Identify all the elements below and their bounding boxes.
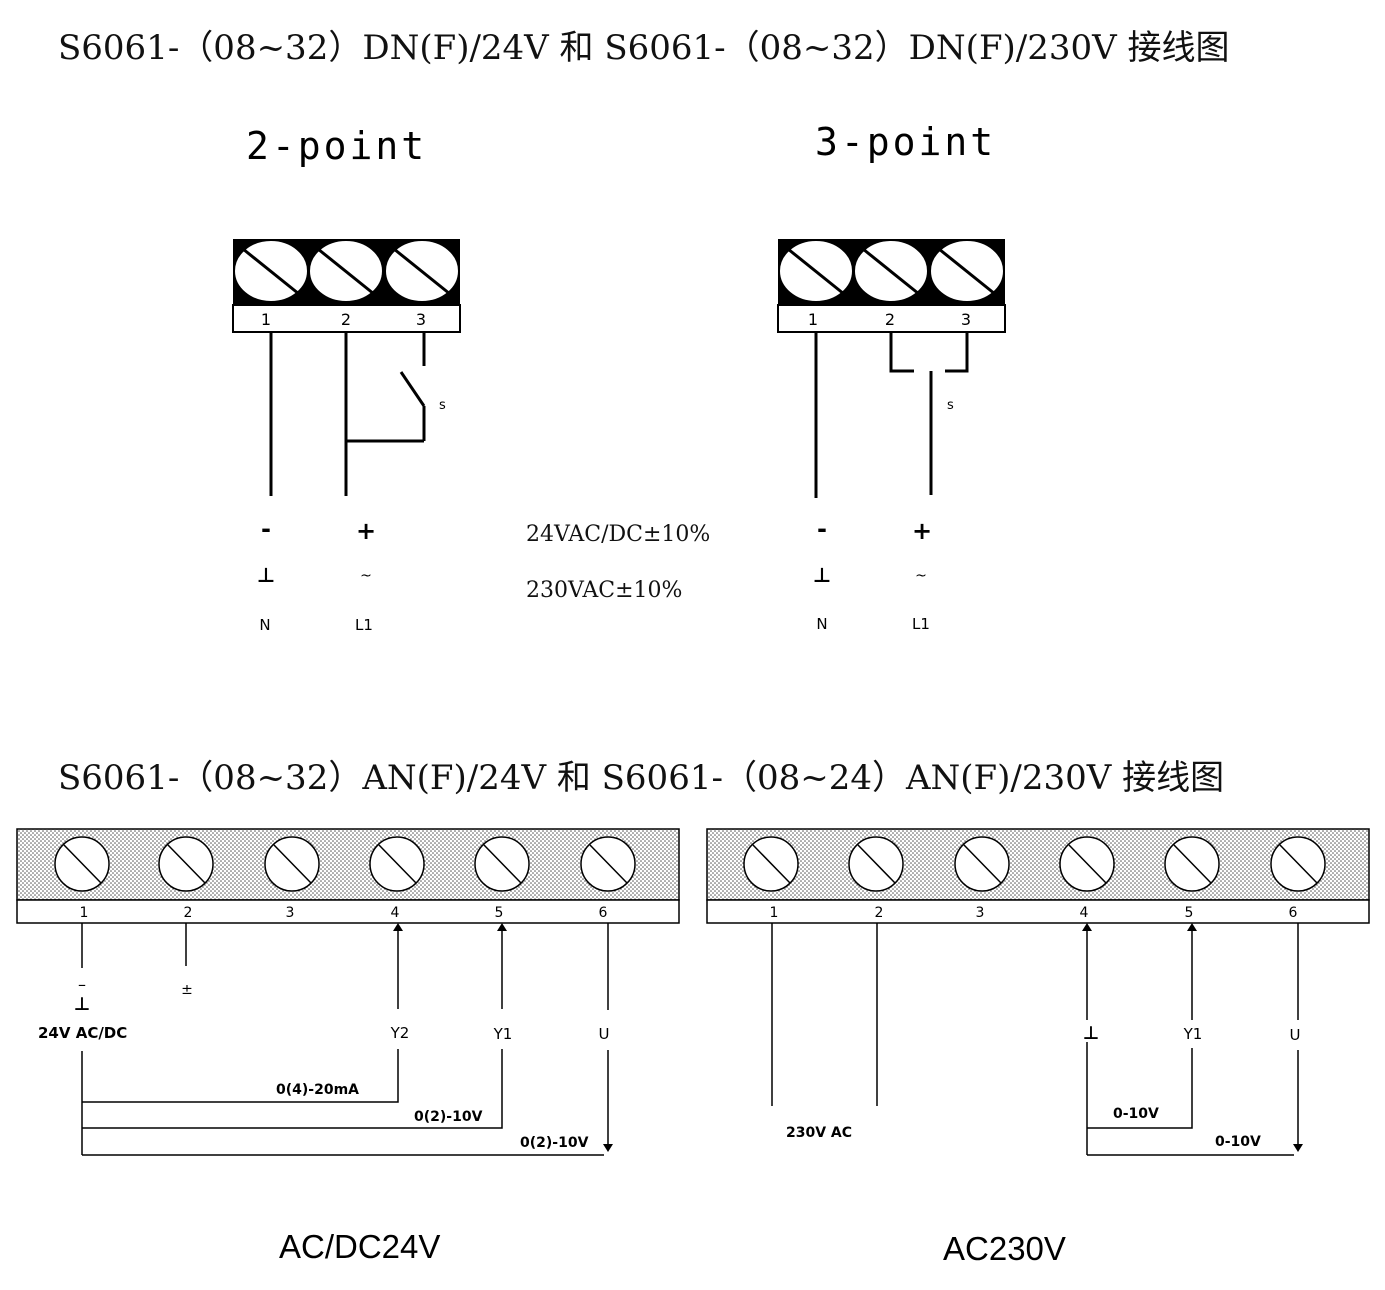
live-label: L1: [355, 616, 373, 634]
ground-symbol: ⊥: [74, 994, 90, 1015]
voltage-signal-label: 0(2)-10V: [414, 1109, 483, 1125]
ground-symbol: ⊥: [813, 563, 831, 587]
screw-terminal-1: [743, 836, 799, 892]
feedback-signal-label: 0(2)-10V: [520, 1135, 589, 1151]
positive-sign: +: [356, 517, 376, 545]
screw-terminal-6: [580, 836, 636, 892]
feedback-signal-label: 0-10V: [1215, 1134, 1261, 1150]
terminal-number: 3: [416, 310, 426, 329]
terminal-number: 6: [1289, 905, 1298, 921]
ground-symbol: ⊥: [1083, 1023, 1099, 1044]
screw-terminal-2: [158, 836, 214, 892]
screw-terminal-5: [474, 836, 530, 892]
screw-terminal-1: [54, 836, 110, 892]
three-point-terminal-block: 1 2 3: [777, 239, 1006, 333]
terminal-number: 4: [1080, 905, 1089, 921]
terminal-number: 5: [495, 905, 504, 921]
terminal-number: 5: [1185, 905, 1194, 921]
terminal-number: 1: [808, 310, 818, 329]
screw-terminal-2: [853, 239, 929, 303]
live-label: L1: [912, 615, 930, 633]
top-diagram-title: S6061-（08~32）DN(F)/24V 和 S6061-（08~32）DN…: [58, 28, 1230, 68]
two-point-heading: 2-point: [246, 124, 428, 168]
supply-label: 230V AC: [786, 1125, 852, 1141]
three-point-heading: 3-point: [815, 120, 997, 164]
switch-label: s: [439, 398, 446, 413]
neutral-label: N: [816, 615, 827, 633]
voltage-signal-label: 0-10V: [1113, 1106, 1159, 1122]
terminal-number: 2: [875, 905, 884, 921]
u-label: U: [599, 1025, 610, 1043]
supply-high-voltage: 230VAC±10%: [526, 578, 683, 603]
u-label: U: [1290, 1026, 1301, 1044]
screw-terminal-6: [1270, 836, 1326, 892]
ac-230v-wiring: [771, 923, 1303, 1156]
screw-terminal-3: [929, 239, 1005, 303]
screw-terminal-4: [1059, 836, 1115, 892]
terminal-number: 1: [770, 905, 779, 921]
positive-ac-symbol: ±: [181, 982, 193, 998]
ac-230v-caption: AC230V: [943, 1230, 1066, 1267]
supply-label: 24V AC/DC: [38, 1024, 127, 1042]
terminal-number: 2: [184, 905, 193, 921]
screw-terminal-2: [308, 239, 384, 303]
negative-sign: -: [261, 515, 271, 543]
two-point-terminal-block: 1 2 3: [232, 239, 461, 333]
ac-dc-24v-terminal-block: 1 2 3 4 5 6: [16, 828, 680, 924]
screw-terminal-3: [954, 836, 1010, 892]
y2-label: Y2: [390, 1024, 410, 1042]
terminal-number: 2: [885, 310, 895, 329]
supply-low-voltage: 24VAC/DC±10%: [526, 522, 711, 547]
terminal-number: 2: [341, 310, 351, 329]
terminal-number: 1: [261, 310, 271, 329]
terminal-number: 3: [286, 905, 295, 921]
terminal-number: 1: [80, 905, 89, 921]
y1-label: Y1: [1183, 1025, 1203, 1043]
two-point-wiring: [269, 332, 426, 496]
ac-symbol: ~: [360, 568, 372, 584]
screw-terminal-3: [264, 836, 320, 892]
terminal-number: 3: [961, 310, 971, 329]
terminal-number: 6: [599, 905, 608, 921]
screw-terminal-1: [233, 239, 309, 303]
three-point-wiring: [814, 332, 969, 498]
screw-terminal-5: [1164, 836, 1220, 892]
screw-terminal-1: [778, 239, 854, 303]
y1-label: Y1: [493, 1025, 513, 1043]
current-signal-label: 0(4)-20mA: [276, 1082, 359, 1098]
bottom-diagram-title: S6061-（08~32）AN(F)/24V 和 S6061-（08~24）AN…: [58, 758, 1225, 798]
screw-terminal-3: [384, 239, 460, 303]
neutral-label: N: [259, 616, 270, 634]
switch-label: s: [947, 398, 954, 413]
ac-dc-24v-caption: AC/DC24V: [279, 1228, 441, 1265]
negative-sign: –: [78, 975, 86, 994]
screw-terminal-2: [848, 836, 904, 892]
ac-symbol: ~: [915, 568, 927, 584]
terminal-number: 4: [391, 905, 400, 921]
screw-terminal-4: [369, 836, 425, 892]
positive-sign: +: [912, 517, 932, 545]
ground-symbol: ⊥: [257, 563, 275, 587]
terminal-number: 3: [976, 905, 985, 921]
ac-230v-terminal-block: 1 2 3 4 5 6: [706, 828, 1370, 924]
negative-sign: -: [817, 515, 827, 543]
ac-dc-24v-wiring: [81, 923, 613, 1156]
